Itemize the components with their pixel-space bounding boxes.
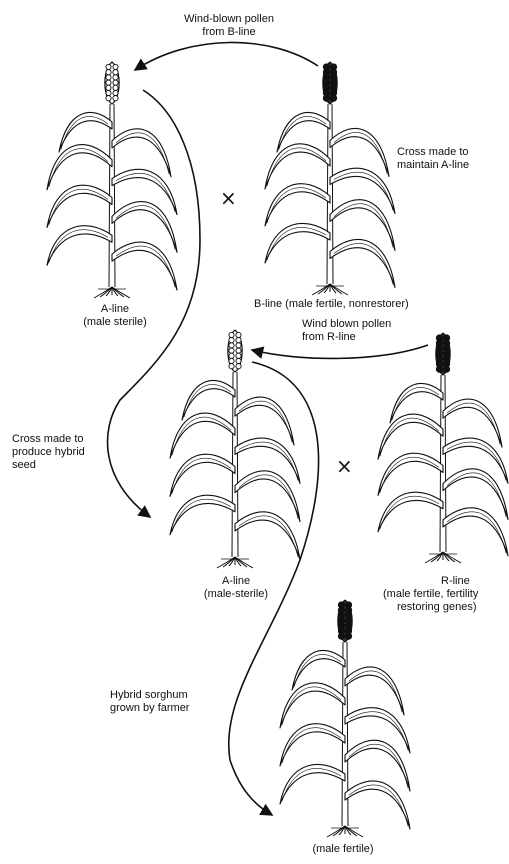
pollen-r-label: Wind blown pollen from R-line — [302, 318, 391, 344]
pollen-b-line2: from B-line — [184, 26, 274, 39]
panicle — [228, 330, 242, 372]
r-line-line3: restoring genes) — [383, 601, 478, 614]
plant-r-line — [378, 333, 508, 563]
plant-b-line — [265, 62, 395, 295]
hybrid-grown-line2: grown by farmer — [110, 702, 189, 715]
pollen-r-line1: Wind blown pollen — [302, 318, 391, 331]
cross-hybrid-line3: seed — [12, 459, 85, 472]
a-line-top-line1: A-line — [83, 303, 147, 316]
b-line-label: B-line (male fertile, nonrestorer) — [254, 298, 409, 311]
r-line-label: R-line (male fertile, fertility restorin… — [383, 575, 478, 614]
hybrid-grown-line1: Hybrid sorghum — [110, 689, 189, 702]
pollen-r-line2: from R-line — [302, 331, 391, 344]
cross-symbol-middle: × — [336, 456, 353, 476]
panicle — [323, 62, 337, 104]
male-fertile-label: (male fertile) — [312, 843, 373, 856]
a-line-mid-line2: (male-sterile) — [204, 588, 268, 601]
a-line-top-label: A-line (male sterile) — [83, 303, 147, 329]
cross-maintain-line1: Cross made to — [397, 146, 469, 159]
roots — [425, 552, 461, 563]
hybrid-grown-label: Hybrid sorghum grown by farmer — [110, 689, 189, 715]
arrow-pollen-r-to-a — [252, 345, 428, 358]
roots — [94, 287, 130, 298]
cross-hybrid-label: Cross made to produce hybrid seed — [12, 433, 85, 472]
cross-hybrid-line1: Cross made to — [12, 433, 85, 446]
a-line-mid-line1: A-line — [204, 575, 268, 588]
r-line-line2: (male fertile, fertility — [383, 588, 478, 601]
panicle — [338, 600, 352, 642]
roots — [312, 284, 348, 295]
panicle — [436, 333, 450, 375]
pollen-b-label: Wind-blown pollen from B-line — [184, 13, 274, 39]
plant-a-line-mid — [170, 330, 300, 568]
r-line-line1: R-line — [383, 575, 478, 588]
a-line-top-line2: (male sterile) — [83, 316, 147, 329]
a-line-mid-label: A-line (male-sterile) — [204, 575, 268, 601]
cross-maintain-label: Cross made to maintain A-line — [397, 146, 469, 172]
pollen-b-line1: Wind-blown pollen — [184, 13, 274, 26]
panicle — [105, 62, 119, 104]
roots — [217, 557, 253, 568]
plant-a-line-top — [47, 62, 177, 298]
cross-symbol-top: × — [220, 188, 237, 208]
plant-hybrid — [280, 600, 410, 837]
cross-maintain-line2: maintain A-line — [397, 159, 469, 172]
cross-hybrid-line2: produce hybrid — [12, 446, 85, 459]
roots — [327, 826, 363, 837]
plants-layer — [47, 62, 508, 837]
arrow-pollen-b-to-a — [135, 42, 318, 70]
